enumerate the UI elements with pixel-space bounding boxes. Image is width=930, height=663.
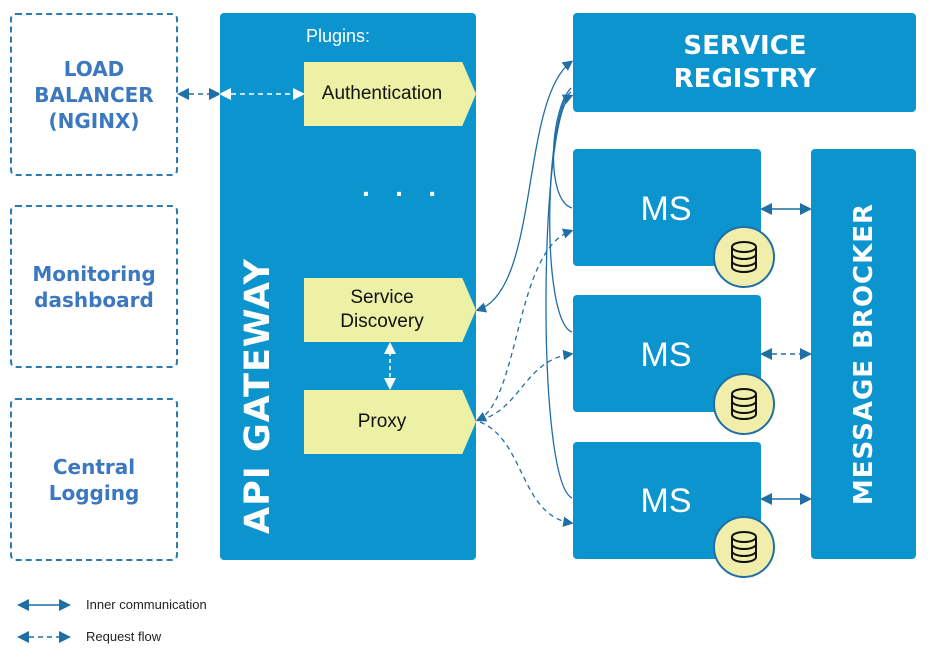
microservice-label-3: MS xyxy=(640,482,692,520)
message-broker-box xyxy=(811,149,916,559)
service-discovery-label: Service Discovery xyxy=(340,287,424,332)
load-balancer-label: LOAD BALANCER (NGINX) xyxy=(34,56,154,133)
legend-inner-communication: Inner communication xyxy=(86,597,207,612)
service-discovery-plugin: Service Discovery xyxy=(304,278,476,342)
central-logging-box: Central Logging xyxy=(10,398,178,561)
proxy-plugin: Proxy xyxy=(304,390,476,454)
plugins-title: Plugins: xyxy=(306,26,371,46)
ms2-registry-arrow xyxy=(549,91,573,333)
proxy-label: Proxy xyxy=(357,411,407,432)
microservice-label-2: MS xyxy=(640,336,692,374)
legend-request-flow: Request flow xyxy=(86,629,162,644)
central-logging-label: Central Logging xyxy=(48,454,140,505)
authentication-label: Authentication xyxy=(321,83,443,104)
ms3-registry-arrow xyxy=(545,94,574,499)
monitoring-dashboard-label: Monitoring dashboard xyxy=(32,261,156,312)
proxy-ms2-arrow xyxy=(479,349,574,421)
proxy-ms3-arrow xyxy=(479,421,574,527)
microservice-label-1: MS xyxy=(640,190,692,228)
load-balancer-box: LOAD BALANCER (NGINX) xyxy=(10,13,178,176)
database-icon xyxy=(713,516,775,578)
proxy-ms1-arrow xyxy=(475,228,574,422)
service-registry-box xyxy=(573,13,916,112)
plugins-ellipsis: · · · xyxy=(362,178,446,209)
authentication-plugin: Authentication xyxy=(304,62,476,126)
database-icon xyxy=(713,373,775,435)
database-icon xyxy=(713,226,775,288)
monitoring-dashboard-box: Monitoring dashboard xyxy=(10,205,178,368)
service-registry-title: SERVICE REGISTRY xyxy=(673,31,817,94)
